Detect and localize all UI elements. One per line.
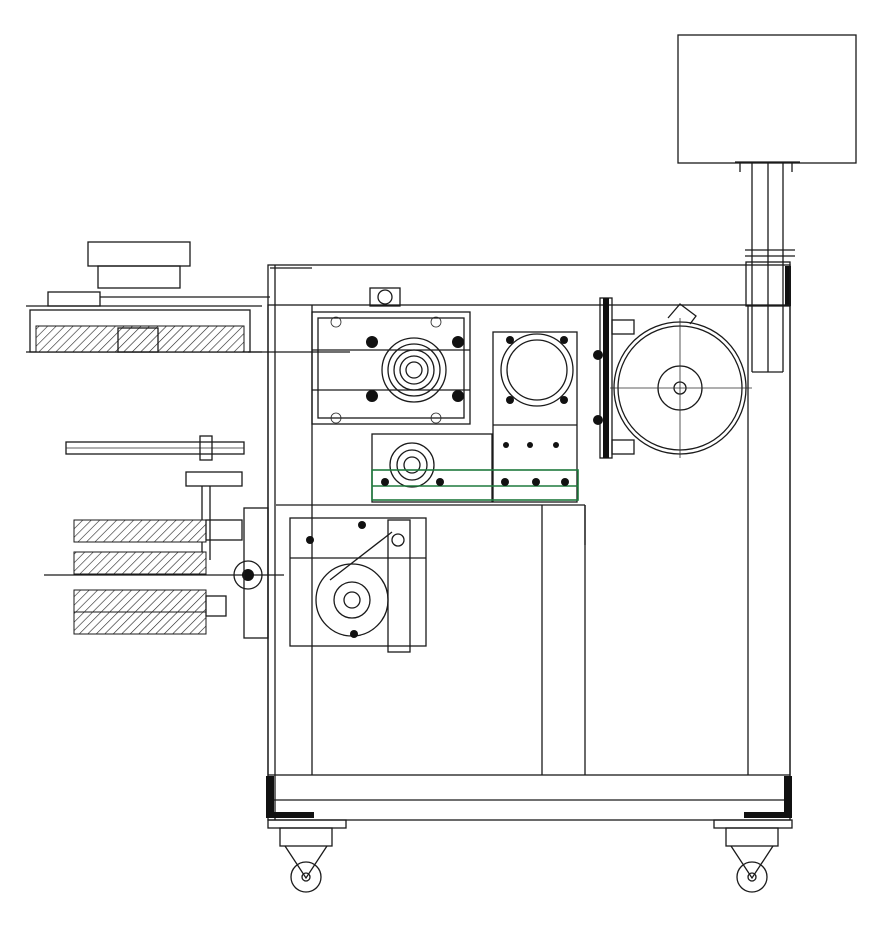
disc-housing (492, 331, 578, 503)
cam-unit (289, 517, 427, 653)
guide-plate (371, 433, 579, 503)
film-roll (593, 297, 752, 459)
control-box (677, 34, 857, 172)
caster-wheel-left (267, 819, 347, 893)
caster-wheel-right (713, 819, 793, 893)
machine-frame (266, 264, 792, 821)
top-feed-conveyor (26, 241, 350, 353)
support-column (745, 163, 795, 373)
gearbox-motor (311, 287, 471, 425)
hatched-roller-stack (44, 507, 284, 639)
